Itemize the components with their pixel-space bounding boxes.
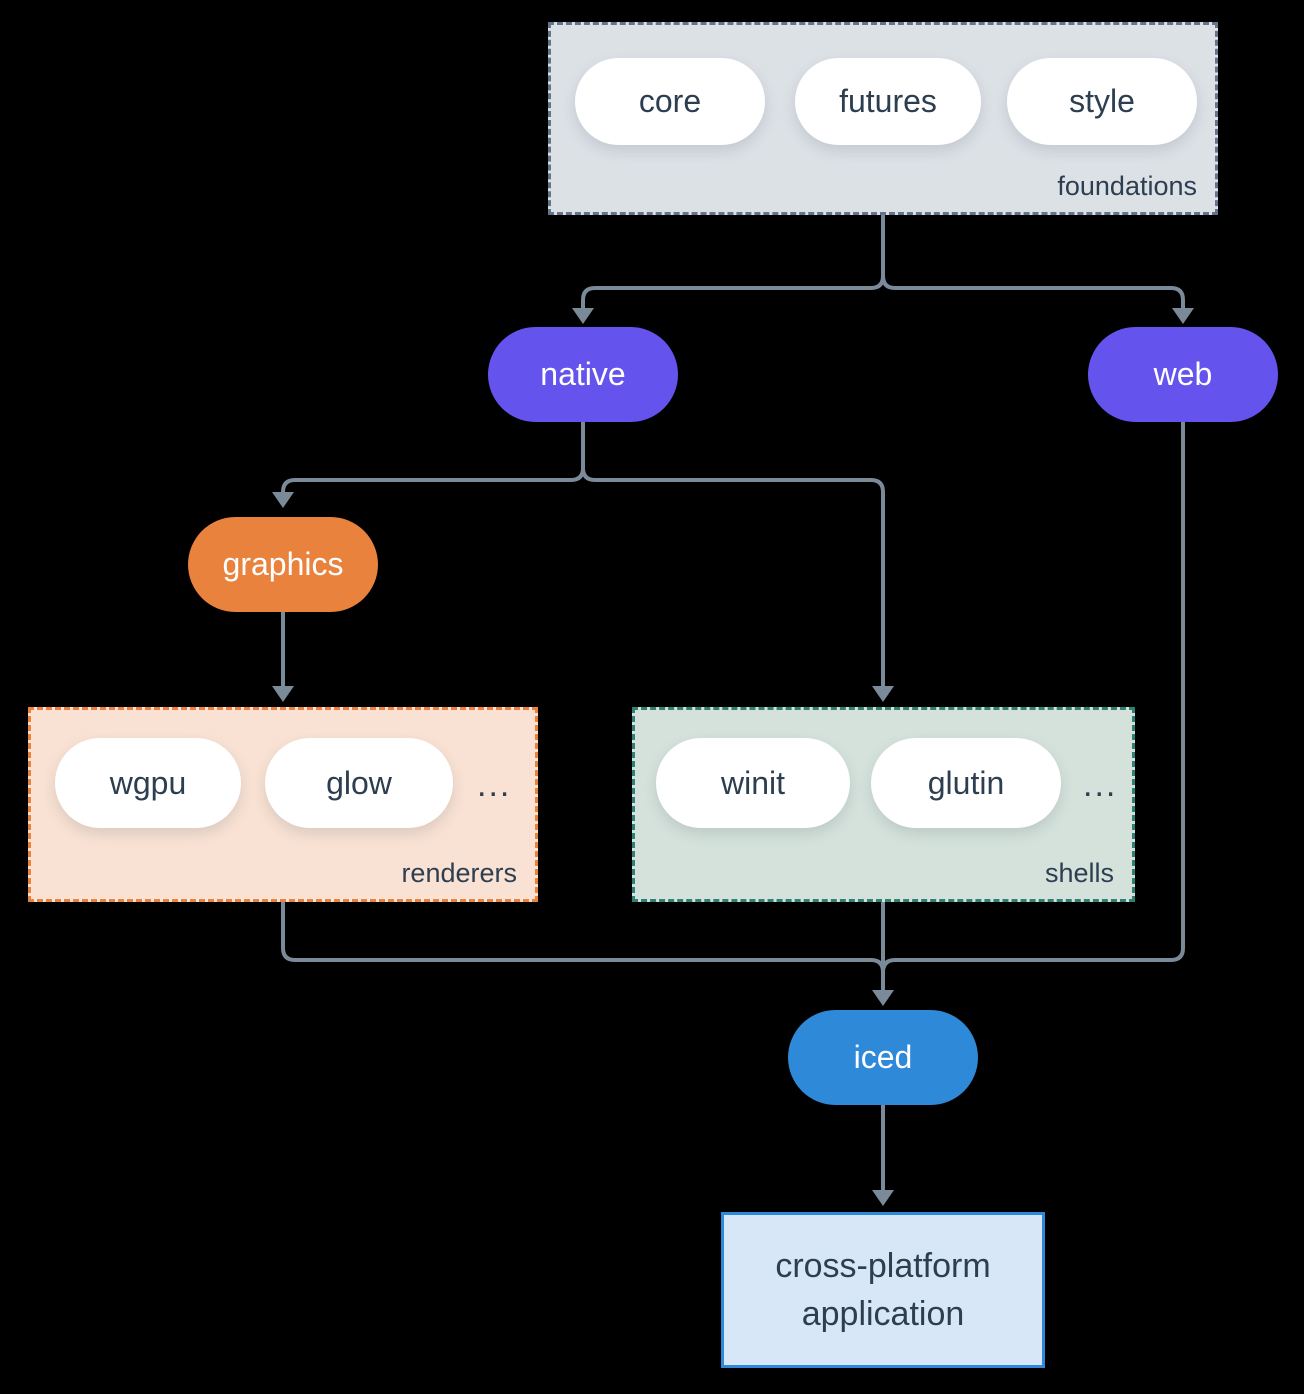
node-futures-label: futures: [839, 83, 937, 119]
edge-native-graphics: [281, 422, 585, 494]
node-core: core: [575, 58, 765, 145]
renderers-ellipsis: ...: [477, 766, 512, 804]
node-wgpu: wgpu: [55, 738, 241, 828]
group-shells: winit glutin ... shells: [632, 707, 1135, 902]
node-core-label: core: [638, 83, 702, 119]
edge-renderers-iced: [281, 902, 885, 973]
arrowhead-shells: [872, 686, 894, 702]
arrowhead-app: [872, 1190, 894, 1206]
group-renderers-label: renderers: [401, 858, 517, 888]
node-graphics-label: graphics: [222, 546, 344, 582]
node-native-label: native: [540, 356, 626, 392]
node-iced: iced: [788, 1010, 978, 1105]
group-shells-label: shells: [1044, 858, 1114, 888]
node-winit: winit: [656, 738, 850, 828]
arrowhead-iced: [872, 990, 894, 1006]
arrowhead-renderers: [272, 686, 294, 702]
node-web-label: web: [1153, 356, 1213, 392]
node-glow: glow: [265, 738, 453, 828]
node-style: style: [1007, 58, 1197, 145]
node-glutin-label: glutin: [927, 764, 1005, 801]
arrowhead-graphics: [272, 492, 294, 508]
group-foundations: core futures style foundations: [548, 22, 1218, 215]
node-graphics: graphics: [188, 517, 378, 612]
node-web: web: [1088, 327, 1278, 422]
group-renderers: wgpu glow ... renderers: [28, 707, 538, 902]
node-winit-label: winit: [720, 764, 785, 801]
node-futures: futures: [795, 58, 981, 145]
arrowhead-native: [572, 308, 594, 324]
edge-foundations-web: [881, 215, 1185, 310]
node-app-label: cross-platform application: [775, 1246, 991, 1333]
shells-ellipsis: ...: [1083, 766, 1118, 804]
node-cross-platform-application: cross-platform application: [721, 1212, 1045, 1368]
node-glutin: glutin: [871, 738, 1061, 828]
edge-native-shells: [581, 422, 885, 688]
node-native: native: [488, 327, 678, 422]
node-style-label: style: [1069, 83, 1135, 119]
edge-foundations-native: [581, 215, 885, 310]
node-glow-label: glow: [326, 764, 392, 801]
arrowhead-web: [1172, 308, 1194, 324]
node-iced-label: iced: [853, 1039, 913, 1075]
node-wgpu-label: wgpu: [109, 764, 187, 801]
group-foundations-label: foundations: [1057, 171, 1197, 201]
